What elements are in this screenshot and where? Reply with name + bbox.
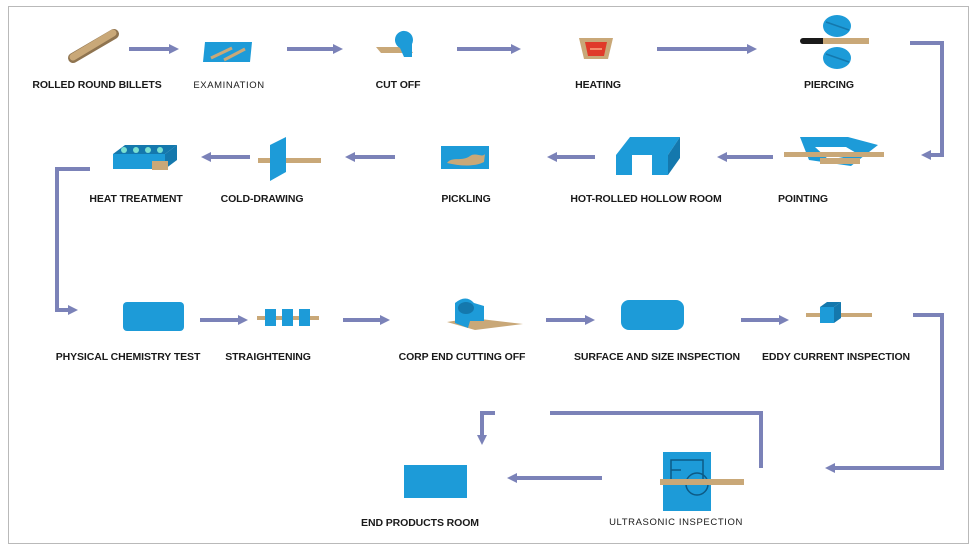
eddy-current-probe-icon	[806, 302, 872, 323]
pickling-tank-icon	[441, 146, 489, 169]
step-label-heat-treatment: HEAT TREATMENT	[89, 193, 183, 205]
step-label-pickling: PICKLING	[441, 193, 491, 205]
step-label-ultrasonic-inspection: ULTRASONIC INSPECTION	[609, 517, 743, 528]
step-label-straightening: STRAIGHTENING	[225, 351, 311, 363]
step-label-surface-and-size-inspection: SURFACE AND SIZE INSPECTION	[573, 351, 741, 363]
step-label-end-products-room: END PRODUCTS ROOM	[361, 517, 479, 529]
flow-connector	[477, 411, 495, 445]
pointing-machine-icon	[784, 137, 884, 166]
flow-connector	[550, 411, 763, 468]
step-label-piercing: PIERCING	[804, 79, 854, 91]
step-label-physical-chemistry-test: PHYSICAL CHEMISTRY TEST	[55, 351, 201, 363]
saw-blade-icon	[376, 30, 413, 57]
step-label-hot-rolled-hollow-room: HOT-ROLLED HOLLOW ROOM	[570, 193, 722, 205]
straightening-rolls-icon	[257, 309, 319, 326]
end-cutting-saw-icon	[447, 298, 523, 330]
flow-connector	[825, 313, 944, 473]
inspection-station-icon	[621, 300, 684, 330]
step-label-eddy-current-inspection: EDDY CURRENT INSPECTION	[761, 351, 911, 363]
billet-bar-icon	[68, 29, 119, 63]
step-label-cut-off: CUT OFF	[375, 79, 421, 91]
step-label-rolled-round-billets: ROLLED ROUND BILLETS	[32, 79, 162, 91]
step-label-pointing: POINTING	[778, 193, 828, 205]
flow-connector	[55, 167, 90, 315]
products-storage-icon	[404, 465, 467, 498]
step-label-examination: EXAMINATION	[193, 80, 265, 91]
furnace-icon	[579, 38, 613, 59]
diagram-frame	[8, 6, 969, 544]
flow-connector	[910, 41, 944, 160]
ultrasonic-tester-icon	[660, 452, 744, 511]
step-label-cold-drawing: COLD-DRAWING	[220, 193, 304, 205]
step-label-corp-end-cutting-off: CORP END CUTTING OFF	[398, 351, 526, 363]
test-station-icon	[123, 302, 184, 331]
piercing-rolls-icon	[800, 15, 869, 69]
hollow-rolling-icon	[616, 137, 680, 175]
drawing-die-icon	[258, 137, 321, 181]
examination-tray-icon	[203, 42, 252, 62]
step-label-heating: HEATING	[575, 79, 621, 91]
heat-treatment-furnace-icon	[113, 145, 177, 170]
